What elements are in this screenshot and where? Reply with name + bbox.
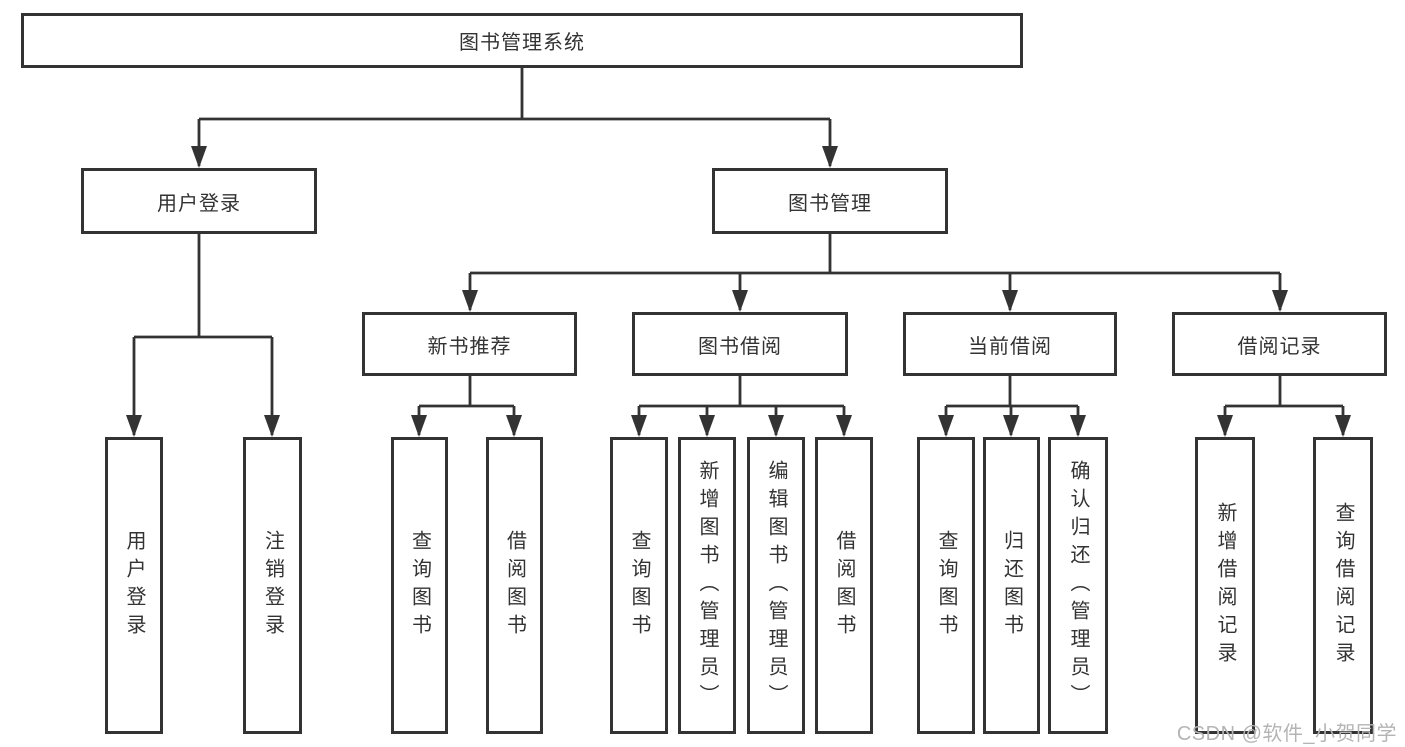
leaf-add-borrow-record-label: 新增借阅记录 — [1214, 501, 1236, 670]
leaf-add-borrow-record: 新增借阅记录 — [1195, 437, 1255, 734]
node-user-login: 用户登录 — [81, 168, 317, 234]
leaf-query-books-recommend: 查询图书 — [391, 437, 448, 734]
leaf-borrow-books-recommend-label: 借阅图书 — [503, 529, 526, 642]
leaf-query-borrow-record: 查询借阅记录 — [1313, 437, 1373, 734]
leaf-borrow-books-recommend: 借阅图书 — [486, 437, 543, 734]
leaf-add-books-admin-label: 新增图书（管理员） — [696, 459, 718, 712]
node-root-label: 图书管理系统 — [459, 32, 585, 54]
node-book-borrowing-label: 图书借阅 — [698, 335, 782, 358]
node-book-management: 图书管理 — [712, 168, 948, 234]
node-book-borrowing: 图书借阅 — [632, 312, 848, 376]
leaf-query-books-recommend-label: 查询图书 — [408, 529, 431, 642]
leaf-confirm-return-admin-label: 确认归还（管理员） — [1067, 459, 1089, 712]
leaf-add-books-admin: 新增图书（管理员） — [678, 437, 736, 734]
node-new-book-recommendation: 新书推荐 — [362, 312, 577, 376]
leaf-return-books-label: 归还图书 — [1000, 529, 1023, 642]
node-new-book-recommendation-label: 新书推荐 — [427, 335, 512, 358]
leaf-edit-books-admin-label: 编辑图书（管理员） — [765, 459, 787, 712]
leaf-confirm-return-admin: 确认归还（管理员） — [1048, 437, 1108, 734]
csdn-watermark: CSDN @软件_小贺同学 — [1176, 723, 1397, 745]
leaf-logout-label: 注销登录 — [261, 529, 284, 642]
node-current-borrowing-label: 当前借阅 — [968, 335, 1052, 358]
node-borrowing-records: 借阅记录 — [1172, 312, 1387, 376]
node-root-system: 图书管理系统 — [21, 13, 1023, 68]
node-user-login-label: 用户登录 — [157, 192, 241, 215]
leaf-borrow-books-borrow: 借阅图书 — [815, 437, 873, 734]
leaf-query-books-borrow-label: 查询图书 — [628, 529, 650, 642]
node-current-borrowing: 当前借阅 — [903, 312, 1117, 376]
leaf-query-books-current-label: 查询图书 — [935, 529, 957, 642]
leaf-query-books-current: 查询图书 — [917, 437, 975, 734]
leaf-borrow-books-borrow-label: 借阅图书 — [833, 529, 855, 642]
node-book-management-label: 图书管理 — [788, 192, 872, 215]
leaf-query-borrow-record-label: 查询借阅记录 — [1332, 501, 1354, 670]
leaf-return-books: 归还图书 — [983, 437, 1040, 734]
leaf-logout: 注销登录 — [243, 437, 302, 734]
node-borrowing-records-label: 借阅记录 — [1237, 335, 1322, 358]
leaf-edit-books-admin: 编辑图书（管理员） — [747, 437, 805, 734]
leaf-user-login: 用户登录 — [105, 437, 163, 734]
leaf-query-books-borrow: 查询图书 — [610, 437, 668, 734]
leaf-user-login-label: 用户登录 — [123, 529, 145, 642]
